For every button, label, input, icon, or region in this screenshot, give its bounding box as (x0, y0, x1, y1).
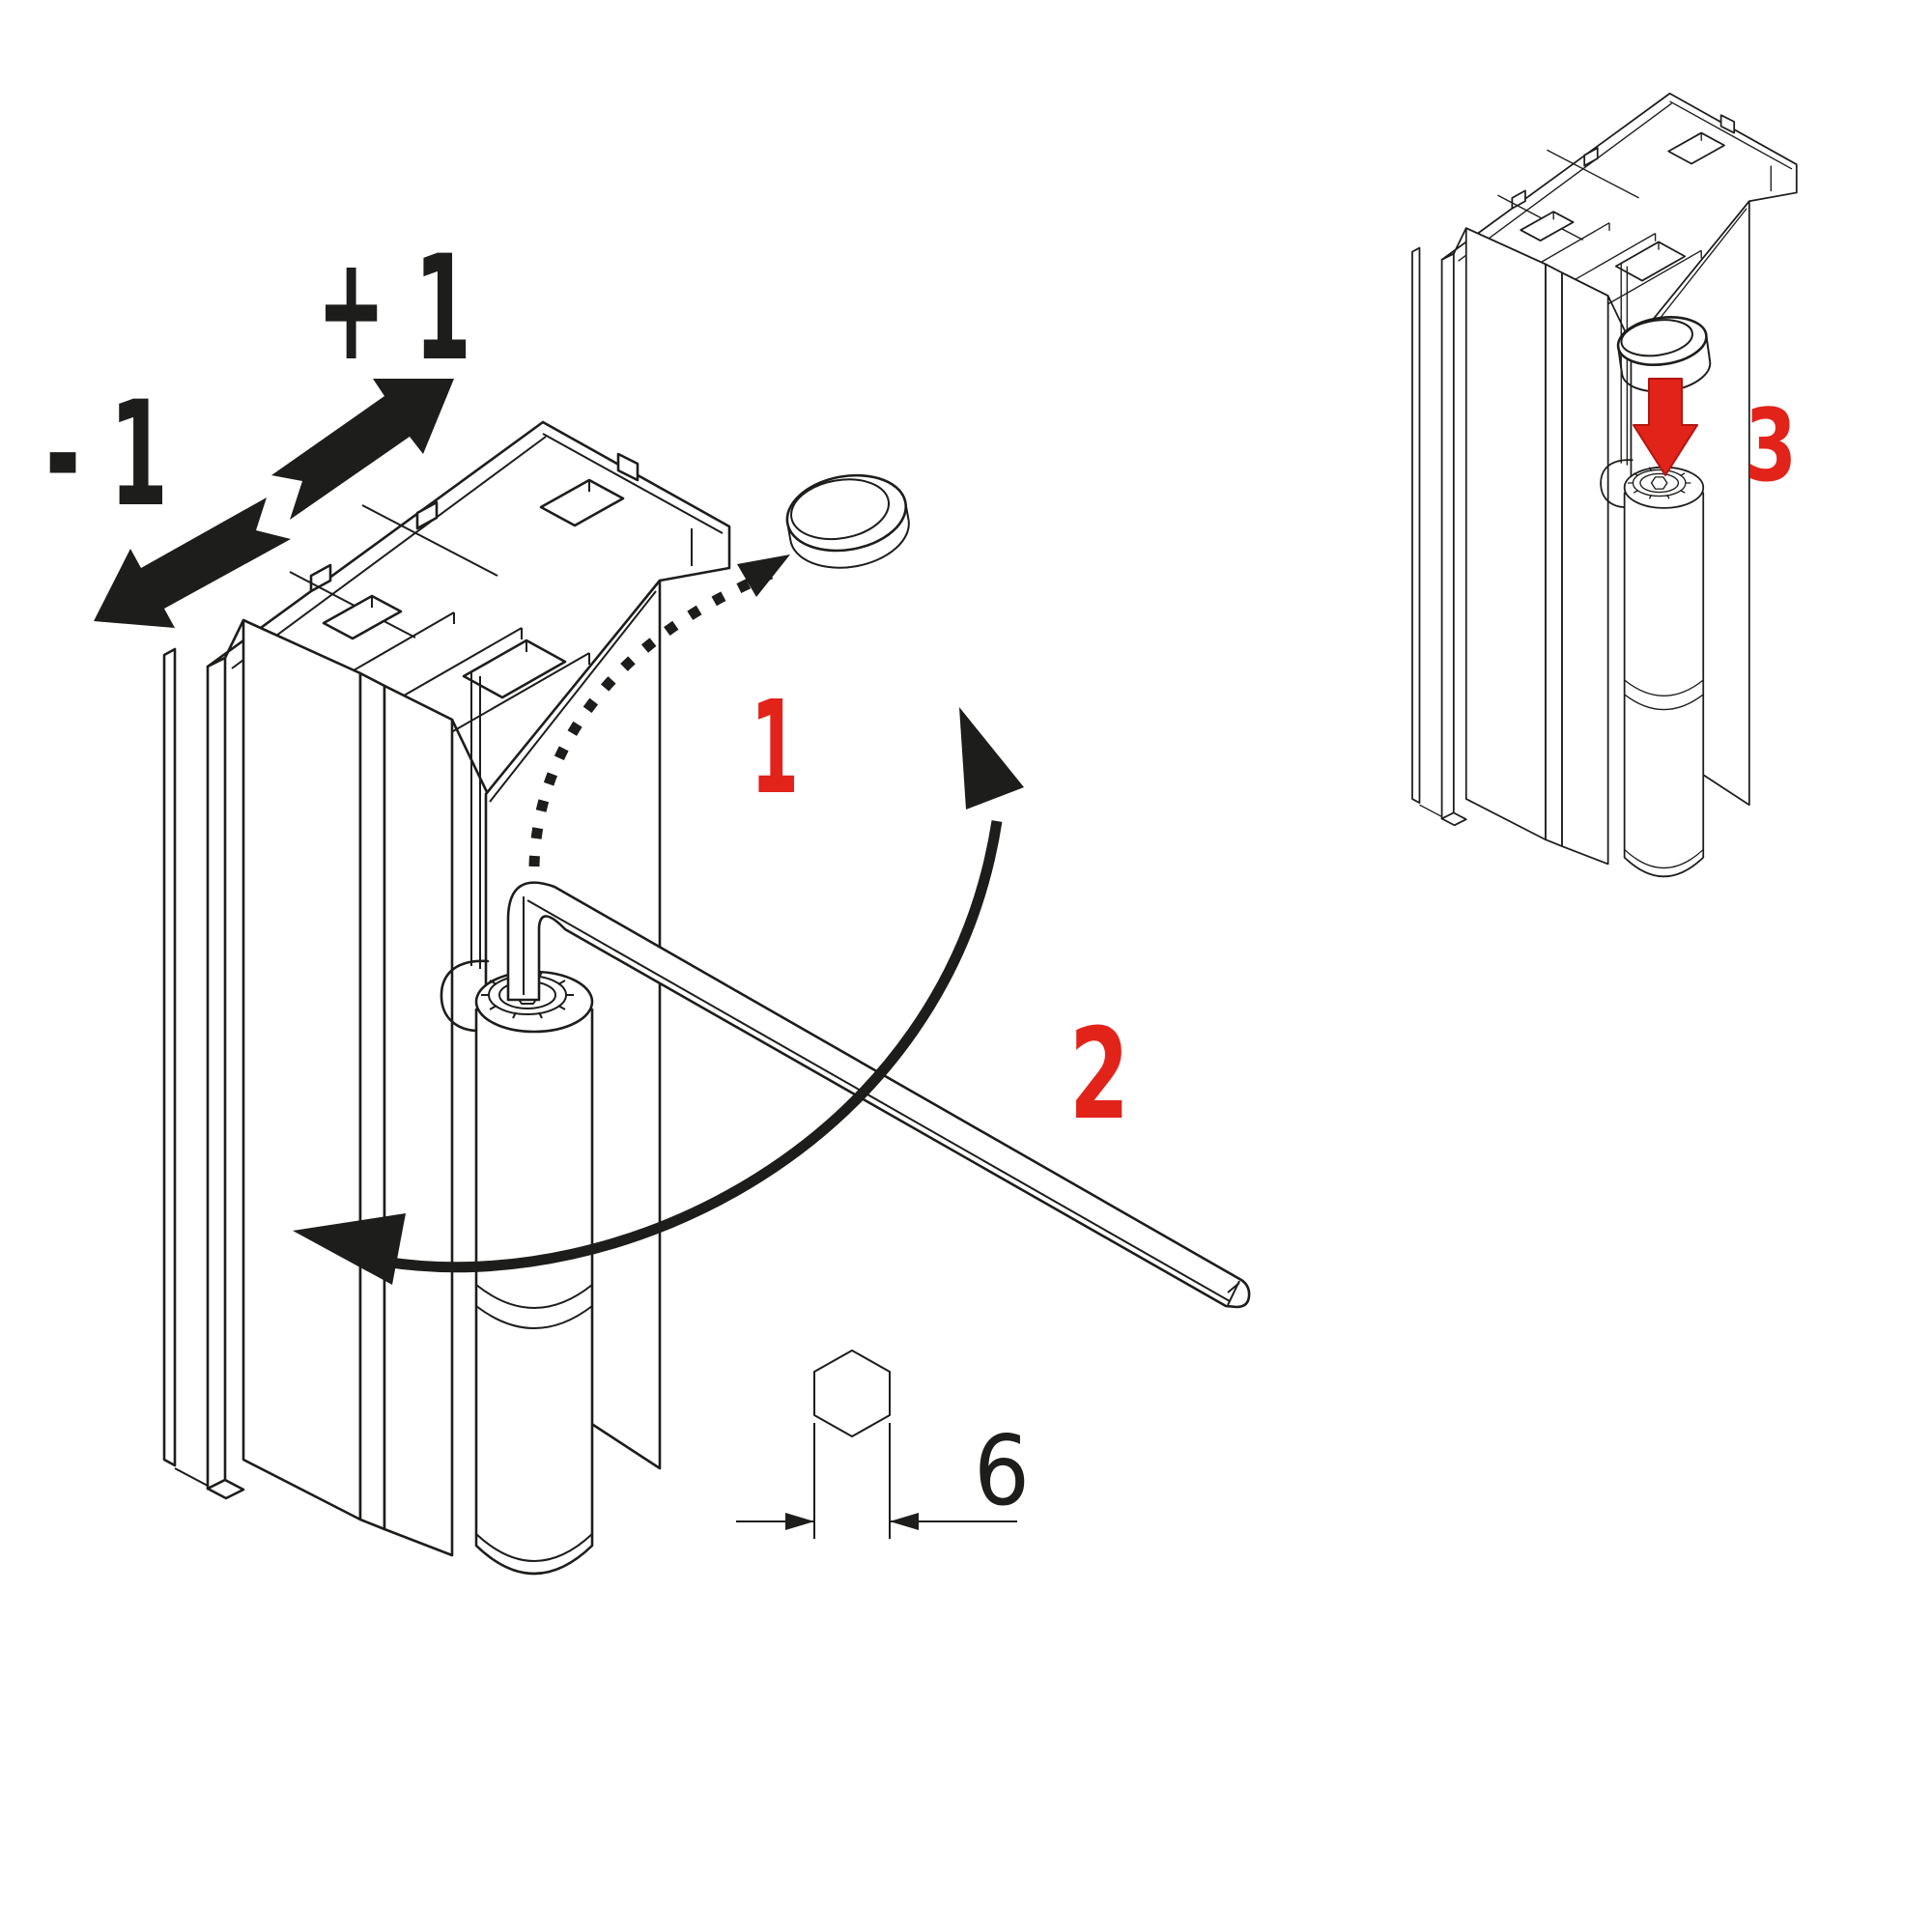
turn-key-step: 2 (293, 707, 1129, 1285)
block-arrow-down-left-icon (94, 497, 291, 628)
red-down-arrow-icon (1633, 378, 1698, 476)
allen-key-body (506, 881, 1251, 1309)
adjust-minus-label: - 1 (45, 371, 168, 539)
cover-cap-above-hinge (1616, 316, 1712, 393)
dim-arrow-right-icon (785, 1513, 814, 1530)
arc-arrow-head-up-icon (959, 707, 1024, 810)
dim-arrow-left-icon (890, 1513, 919, 1530)
adjust-plus-label: + 1 (317, 225, 471, 393)
cover-cap-removed (785, 473, 910, 569)
secondary-profile-figure (1411, 92, 1798, 878)
step-2-label: 2 (1069, 1001, 1129, 1148)
step-1-label: 1 (751, 674, 799, 823)
insert-cap-step: 3 (1616, 316, 1797, 504)
allen-key (506, 881, 1251, 1309)
block-arrow-up-right-icon (271, 379, 454, 520)
hex-size-label: 6 (974, 1414, 1030, 1527)
arc-arrow-head-left-icon (293, 1213, 406, 1285)
extension-lines (813, 1423, 891, 1539)
hexagon-section-icon (813, 1350, 891, 1437)
remove-cap-step: 1 (528, 473, 910, 867)
hex-key-dimension: 6 (736, 1350, 1030, 1539)
dotted-arrow-head-icon (737, 554, 790, 597)
main-profile-figure (162, 420, 731, 1576)
allen-key-hex-end (1227, 1280, 1240, 1306)
adjustment-direction-arrows: + 1 - 1 (45, 225, 471, 628)
step-3-label: 3 (1745, 388, 1797, 504)
rotation-arc (384, 820, 1003, 1273)
